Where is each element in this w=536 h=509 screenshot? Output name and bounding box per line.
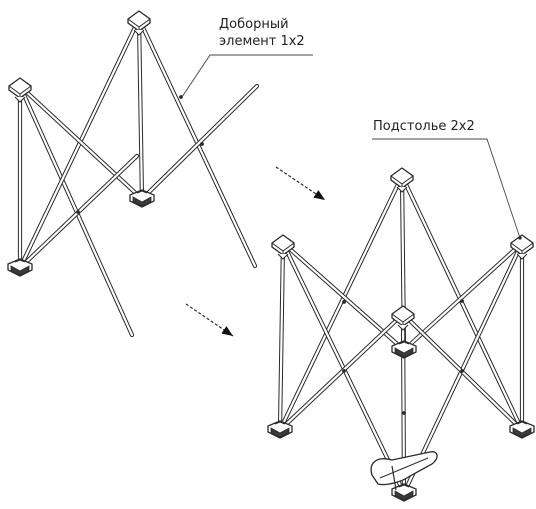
foot-base <box>391 340 417 359</box>
top-hub <box>8 77 32 103</box>
pivot-joint <box>460 369 464 373</box>
foot-base <box>391 483 417 502</box>
leader-extra-element <box>181 54 313 98</box>
foot-base <box>7 258 33 277</box>
top-hub <box>510 234 534 260</box>
leader-dot <box>518 236 522 240</box>
top-hub <box>390 167 414 193</box>
pivot-joint <box>460 299 464 303</box>
diagonal-tube <box>277 173 405 433</box>
diagonal-tube <box>17 83 135 338</box>
extra-element-label: Доборный элемент 1х2 <box>219 16 305 50</box>
arrow-right-down-icon <box>275 166 326 201</box>
pivot-joint <box>179 95 183 99</box>
leader-table-base <box>372 138 521 239</box>
loose-tube <box>139 83 260 202</box>
diagonal-tube <box>17 83 145 202</box>
top-hub <box>271 234 295 260</box>
pivot-joint <box>200 142 204 146</box>
diagonal-tube <box>277 311 406 433</box>
extra-element-frame <box>7 10 260 338</box>
arrow-right-down-icon <box>185 303 234 337</box>
diagonal-tube <box>280 240 407 353</box>
diagonal-tube <box>399 173 525 433</box>
table-base-frame <box>267 167 535 502</box>
extra-element-label-line2: элемент 1х2 <box>219 34 305 49</box>
pivot-joint <box>342 300 346 304</box>
extra-element-label-line1: Доборный <box>219 17 289 32</box>
top-hub <box>391 305 415 331</box>
vertical-post <box>277 240 286 433</box>
table-base-label: Подстолье 2х2 <box>373 119 475 134</box>
step-arrows <box>185 166 326 337</box>
top-hub <box>127 10 151 36</box>
vertical-post <box>136 16 145 202</box>
foot-base <box>267 420 293 439</box>
foot-base <box>129 189 155 208</box>
pivot-joint <box>342 369 346 373</box>
foot-base <box>509 420 535 439</box>
carry-strap <box>370 451 438 491</box>
pivot-joint <box>76 210 80 214</box>
pivot-joint <box>402 411 406 415</box>
leader-lines <box>181 54 522 240</box>
diagonal-tube <box>401 240 525 496</box>
